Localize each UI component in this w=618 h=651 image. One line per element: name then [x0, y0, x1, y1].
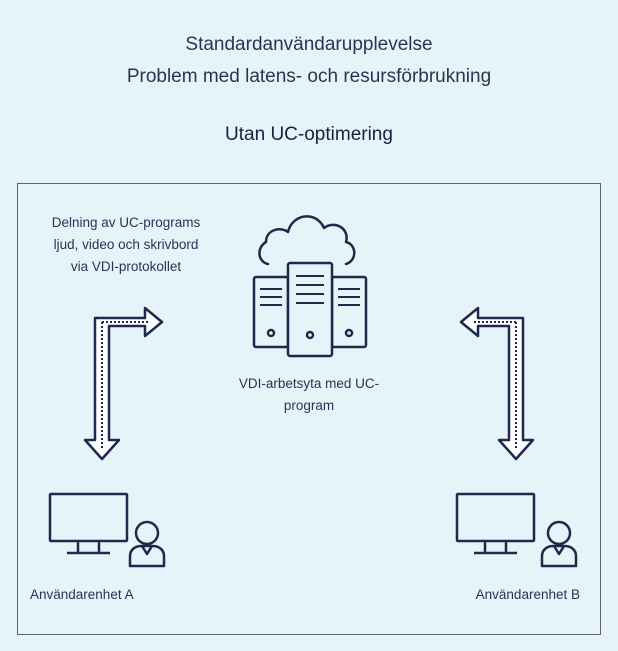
header-subtitle: Utan UC-optimering	[225, 124, 393, 145]
monitor-icon	[48, 492, 129, 555]
workspace-caption-line2: program	[283, 398, 335, 413]
device-b-label: Användarenhet B	[475, 587, 580, 602]
header-title-line2: Problem med latens- och resursförbruknin…	[126, 66, 492, 87]
header-title-line1: Standardanvändarupplevelse	[185, 34, 433, 55]
server-icon	[252, 261, 368, 358]
cloud-icon	[258, 215, 356, 266]
protocol-caption-line1: Delning av UC-programs	[51, 215, 201, 230]
arrow-icon-left	[83, 306, 164, 461]
arrow-icon-right	[459, 306, 535, 461]
protocol-caption: Delning av UC-programs ljud, video och s…	[26, 212, 226, 278]
monitor-icon	[455, 492, 536, 555]
user-icon	[128, 520, 166, 568]
diagram-frame	[17, 183, 601, 635]
protocol-caption-line2: ljud, video och skrivbord	[53, 237, 199, 252]
device-a-label: Användarenhet A	[30, 587, 134, 602]
workspace-caption: VDI-arbetsyta med UC- program	[200, 373, 418, 417]
protocol-caption-line3: via VDI-protokollet	[70, 259, 182, 274]
workspace-caption-line1: VDI-arbetsyta med UC-	[238, 376, 380, 391]
user-icon	[540, 520, 578, 568]
